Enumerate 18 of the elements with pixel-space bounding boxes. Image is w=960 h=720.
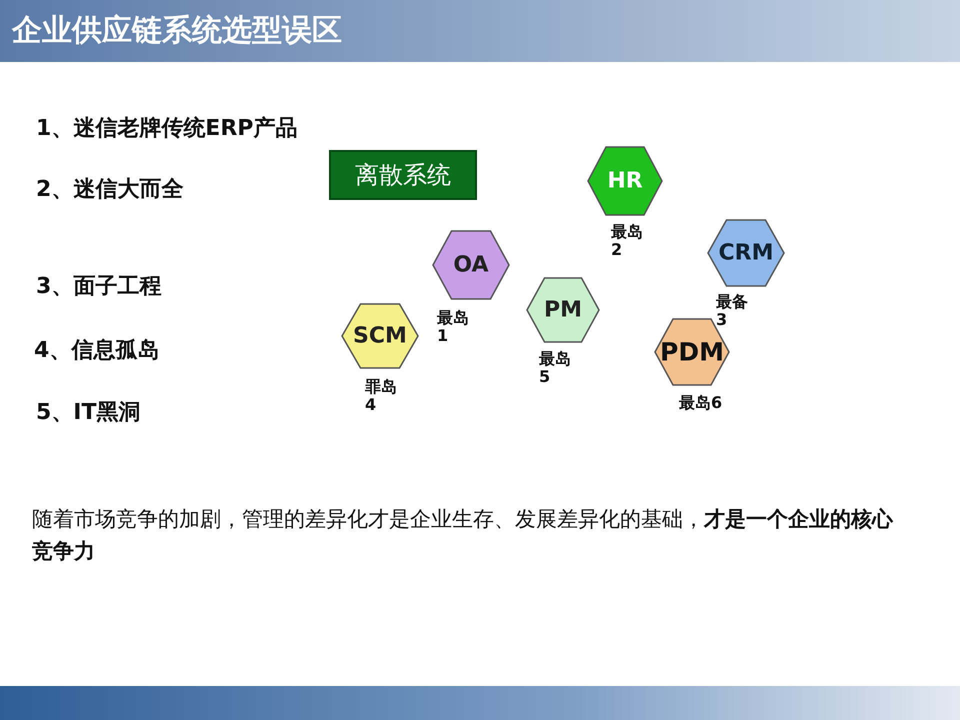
hexagon-node: PM: [526, 277, 600, 343]
list-item: 3、面子工程: [36, 273, 162, 301]
list-item: 1、迷信老牌传统ERP产品: [36, 115, 298, 143]
paragraph: 随着市场竞争的加剧，管理的差异化才是企业生存、发展差异化的基础，才是一个企业的核心竞争力: [32, 506, 894, 565]
node-caption: 罪岛4: [365, 378, 398, 415]
list-item: 4、信息孤岛: [34, 337, 160, 365]
node-caption: 最岛5: [539, 350, 572, 387]
list-item: 5、IT黑洞: [36, 399, 140, 427]
list-item: 2、迷信大而全: [36, 176, 184, 204]
hexagon-node: SCM: [341, 303, 419, 369]
category-box: 离散系统: [329, 150, 477, 200]
node-caption: 最岛2: [611, 223, 644, 260]
hexagon-node: HR: [587, 146, 663, 216]
hexagon-node: OA: [432, 230, 510, 300]
node-caption: 最岛6: [679, 394, 724, 412]
hexagon-node: CRM: [707, 219, 785, 287]
node-caption: 最岛1: [437, 309, 470, 346]
title: 企业供应链系统选型误区: [12, 12, 342, 50]
